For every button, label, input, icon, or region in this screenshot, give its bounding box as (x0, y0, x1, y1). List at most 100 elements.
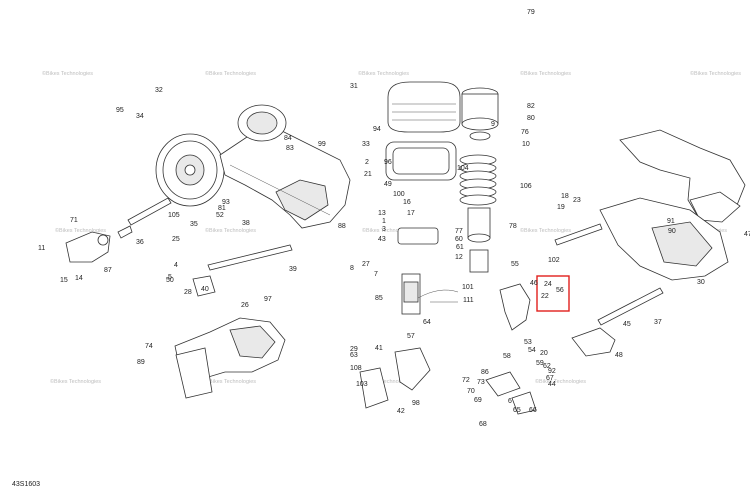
clamp-bracket-part (394, 347, 431, 391)
callout-label: 68 (479, 421, 487, 428)
callout-label: 86 (481, 369, 489, 376)
pivot-shaft-part (597, 287, 664, 326)
callout-label: 14 (75, 275, 83, 282)
callout-label: 64 (423, 319, 431, 326)
shock-body-part (467, 207, 491, 273)
callout-label: 108 (350, 365, 362, 372)
callout-label: 59 (536, 360, 544, 367)
callout-label: 29 (350, 346, 358, 353)
callout-label: 49 (384, 181, 392, 188)
watermark: ©Bikes Technologies (42, 70, 93, 77)
callout-label: 66 (529, 407, 537, 414)
callout-label: 83 (286, 145, 294, 152)
callout-label: 33 (362, 141, 370, 148)
callout-label: 20 (540, 350, 548, 357)
callout-label: 42 (397, 408, 405, 415)
callout-label: 27 (362, 261, 370, 268)
swing-arm-housing-part (219, 104, 351, 229)
callout-label: 89 (137, 359, 145, 366)
callout-label: 61 (456, 244, 464, 251)
watermark: ©Bikes Technologies (535, 378, 586, 385)
callout-label: 17 (407, 210, 415, 217)
callout-label: 44 (548, 381, 556, 388)
callout-label: 95 (116, 107, 124, 114)
callout-label: 21 (364, 171, 372, 178)
callout-label: 100 (393, 191, 405, 198)
callout-label: 36 (136, 239, 144, 246)
callout-label: 11 (38, 245, 45, 252)
callout-label: 34 (136, 113, 144, 120)
callout-label: 2 (365, 159, 369, 166)
callout-label: 81 (218, 205, 226, 212)
callout-label: 6 (508, 398, 512, 405)
wheel-hub-part (155, 133, 225, 207)
callout-label: 22 (541, 293, 549, 300)
watermark: ©Bikes Technologies (362, 227, 413, 234)
callout-label: 65 (513, 407, 521, 414)
callout-label: 72 (462, 377, 470, 384)
watermark: ©Bikes Technologies (205, 227, 256, 234)
callout-label: 55 (511, 261, 519, 268)
callout-label: 26 (241, 302, 249, 309)
callout-label: 78 (509, 223, 517, 230)
callout-label: 97 (264, 296, 272, 303)
callout-label: 96 (384, 159, 392, 166)
callout-label: 57 (407, 333, 415, 340)
callout-label: 23 (573, 197, 581, 204)
watermark: ©Bikes Technologies (520, 227, 571, 234)
driveshaft-part (207, 244, 293, 271)
watermark: ©Bikes Technologies (205, 378, 256, 385)
watermark: ©Bikes Technologies (362, 378, 413, 385)
callout-label: 77 (455, 228, 463, 235)
callout-label: 52 (216, 212, 224, 219)
callout-label: 3 (382, 226, 386, 233)
callout-label: 39 (289, 266, 297, 273)
highlight-box (536, 275, 570, 312)
callout-label: 13 (378, 210, 386, 217)
watermark: ©Bikes Technologies (520, 70, 571, 77)
shock-absorber-part (397, 227, 439, 315)
callout-label: 48 (615, 352, 623, 359)
watermark: ©Bikes Technologies (358, 70, 409, 77)
mount-bracket-part (192, 275, 216, 297)
callout-label: 28 (184, 289, 192, 296)
callout-label: 73 (477, 379, 485, 386)
lower-carrier-part (174, 317, 286, 399)
coil-spring-part (459, 154, 497, 206)
callout-label: 58 (503, 353, 511, 360)
callout-label: 102 (548, 257, 560, 264)
callout-label: 76 (521, 129, 529, 136)
callout-label: 82 (527, 103, 535, 110)
callout-label: 92 (548, 368, 556, 375)
callout-label: 106 (520, 183, 532, 190)
callout-label: 18 (561, 193, 569, 200)
callout-label: 111 (463, 297, 474, 304)
callout-label: 70 (467, 388, 475, 395)
callout-label: 30 (697, 279, 705, 286)
callout-label: 99 (318, 141, 326, 148)
callout-label: 35 (190, 221, 198, 228)
callout-label: 40 (201, 286, 209, 293)
reference-code: 43S1603 (12, 481, 40, 488)
callout-label: 85 (375, 295, 383, 302)
callout-label: 8 (350, 265, 354, 272)
callout-label: 50 (166, 277, 174, 284)
link-shaft-part (554, 223, 603, 246)
callout-label: 103 (356, 381, 368, 388)
callout-label: 1 (382, 218, 386, 225)
watermark: ©Bikes Technologies (55, 227, 106, 234)
linkage-part (485, 371, 537, 415)
watermark: ©Bikes Technologies (690, 70, 741, 77)
callout-label: 71 (70, 217, 78, 224)
support-bracket-part (499, 283, 531, 331)
callout-label: 98 (412, 400, 420, 407)
callout-label: 104 (457, 165, 469, 172)
callout-label: 47 (744, 231, 750, 238)
small-bracket-part (359, 367, 389, 409)
watermark: ©Bikes Technologies (50, 378, 101, 385)
callout-label: 16 (403, 199, 411, 206)
callout-label: 67 (546, 375, 554, 382)
callout-label: 12 (455, 254, 463, 261)
callout-label: 7 (374, 271, 378, 278)
